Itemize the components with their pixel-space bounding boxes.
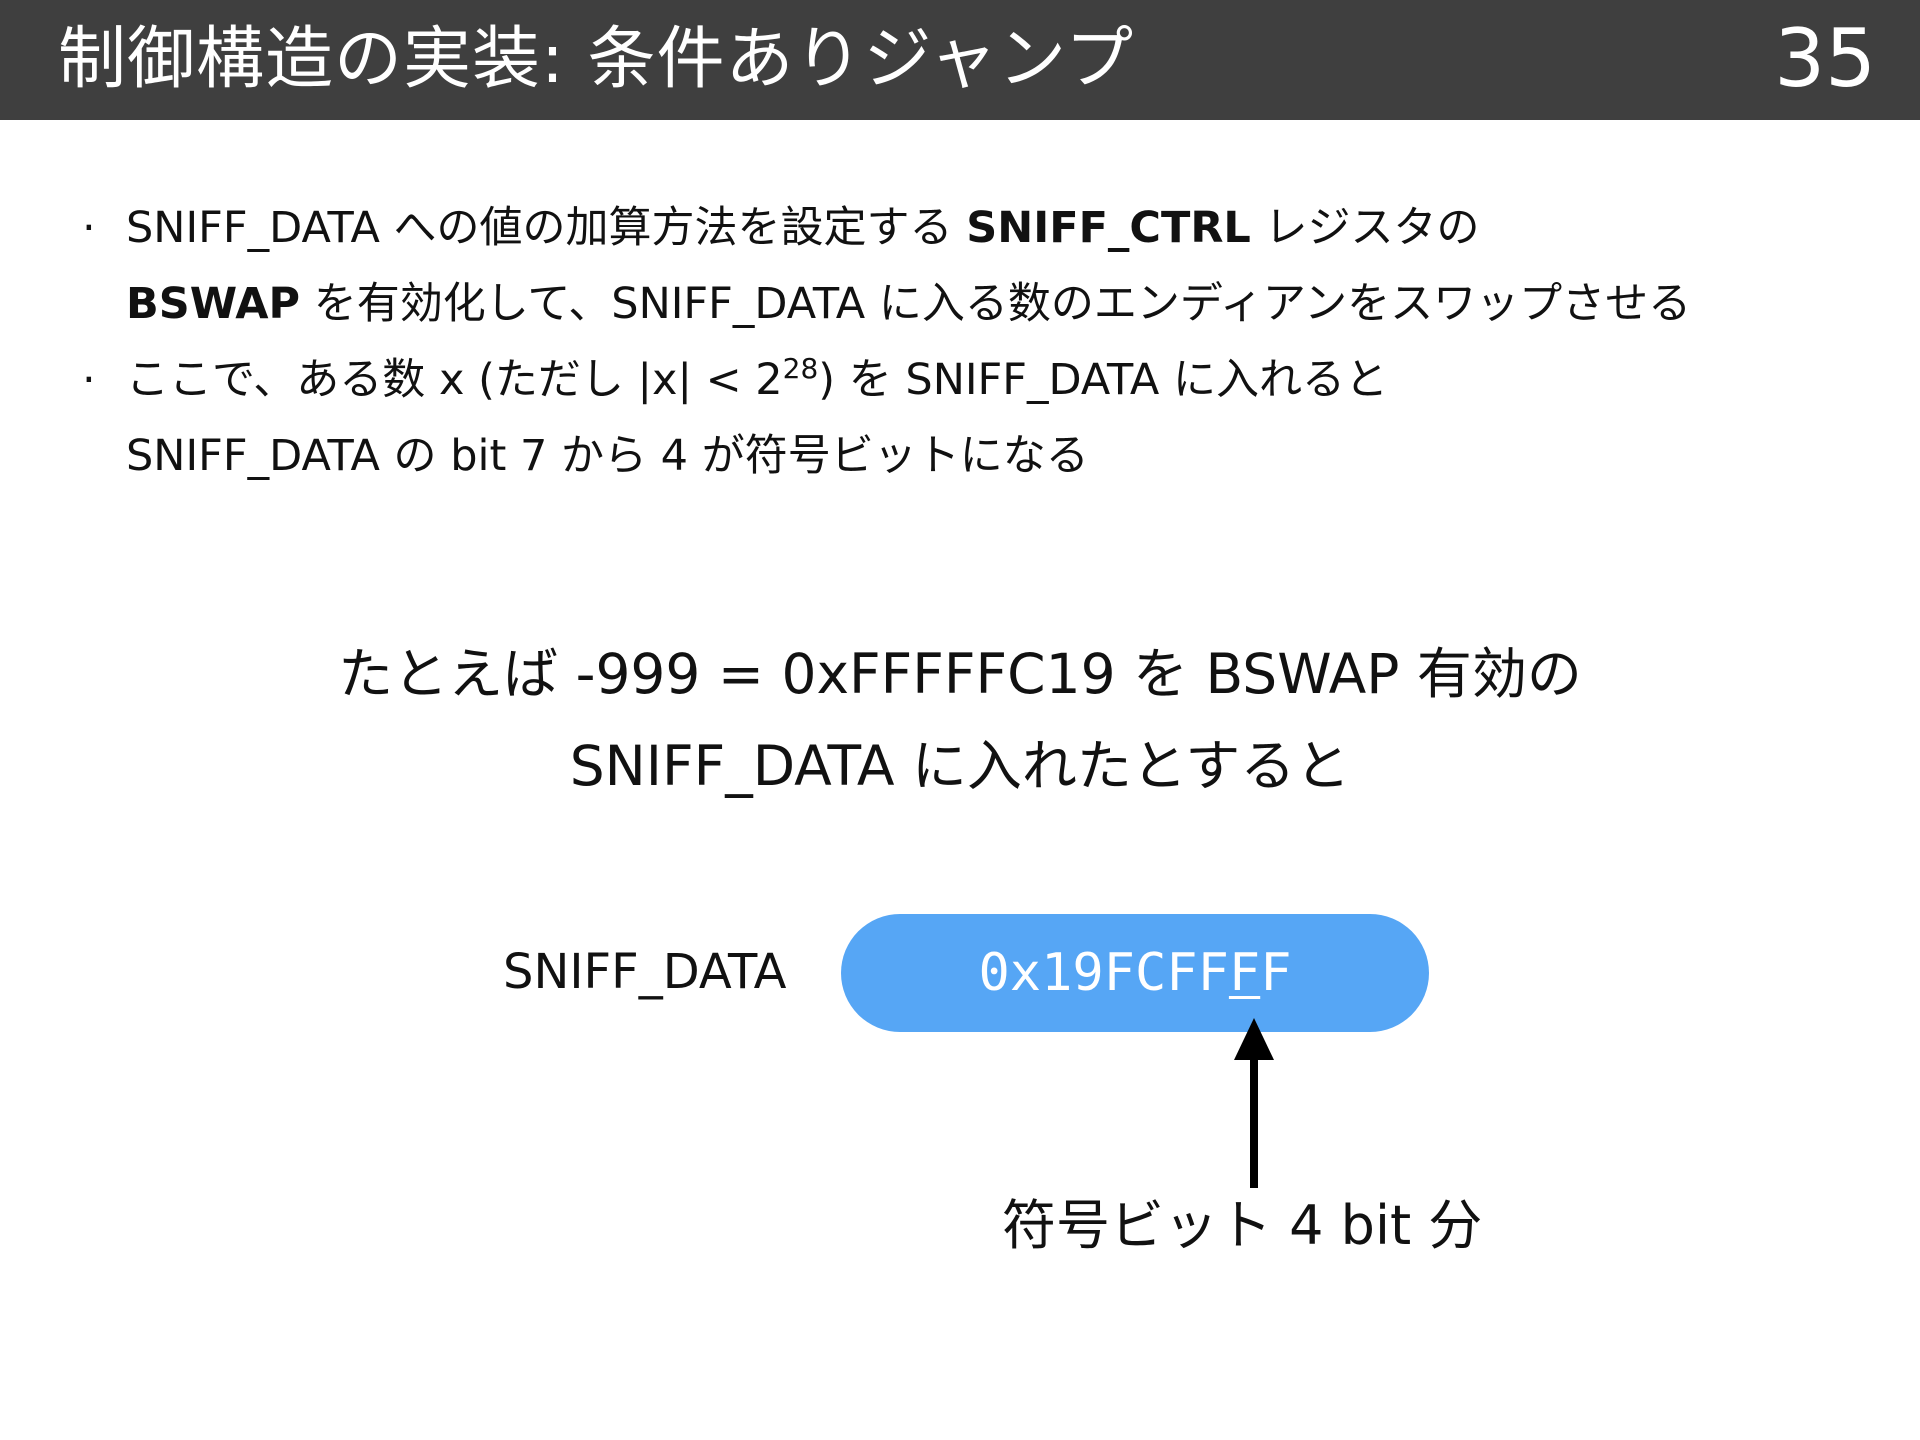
bullet-dot-icon: ·: [82, 355, 96, 405]
header-bar: 制御構造の実装: 条件ありジャンプ 35: [0, 0, 1920, 120]
register-value-text: F: [1260, 943, 1292, 1003]
bullet-item: · ここで、ある数 x (ただし |x| < 228) を SNIFF_DATA…: [76, 342, 1876, 494]
bullet-text: ここで、ある数 x (ただし |x| < 2: [126, 355, 783, 405]
example-line: SNIFF_DATA に入れたとすると: [569, 734, 1351, 798]
bullet-list: · SNIFF_DATA への値の加算方法を設定する SNIFF_CTRL レジ…: [76, 190, 1876, 494]
bullet-item: · SNIFF_DATA への値の加算方法を設定する SNIFF_CTRL レジ…: [76, 190, 1876, 342]
sign-bit-caption: 符号ビット 4 bit 分: [1002, 1194, 1483, 1257]
bullet-text: SNIFF_DATA への値の加算方法を設定する: [126, 203, 967, 253]
bullet-dot-icon: ·: [82, 203, 96, 253]
bullet-bold-text: SNIFF_CTRL: [966, 203, 1251, 253]
register-value-highlight: F: [1228, 943, 1261, 1003]
arrow-shaft: [1250, 1054, 1258, 1188]
bullet-text: ) を SNIFF_DATA に入れると: [818, 355, 1388, 405]
slide-title: 制御構造の実装: 条件ありジャンプ: [58, 20, 1135, 99]
bullet-bold-text: BSWAP: [126, 279, 301, 329]
register-value-box: 0x19FCFFFF: [841, 914, 1429, 1032]
bullet-superscript: 28: [782, 352, 819, 385]
bullet-text: を有効化して、SNIFF_DATA に入る数のエンディアンをスワップさせる: [300, 279, 1692, 329]
example-line: たとえば -999 = 0xFFFFFC19 を BSWAP 有効の: [338, 642, 1582, 706]
register-label: SNIFF_DATA: [503, 944, 787, 1000]
bullet-line: SNIFF_DATA への値の加算方法を設定する SNIFF_CTRL レジスタ…: [126, 190, 1876, 266]
page-number: 35: [1774, 12, 1876, 105]
arrow-up-icon: [1234, 1018, 1274, 1188]
bullet-line: ここで、ある数 x (ただし |x| < 228) を SNIFF_DATA に…: [126, 342, 1876, 418]
register-value: 0x19FCFFFF: [841, 914, 1429, 1032]
bullet-line: SNIFF_DATA の bit 7 から 4 が符号ビットになる: [126, 431, 1089, 481]
bullet-text: レジスタの: [1250, 203, 1480, 253]
register-value-text: 0x19FCFF: [978, 943, 1229, 1003]
example-text: たとえば -999 = 0xFFFFFC19 を BSWAP 有効の SNIFF…: [0, 628, 1920, 812]
bullet-line: BSWAP を有効化して、SNIFF_DATA に入る数のエンディアンをスワップ…: [126, 266, 1876, 342]
arrow-head: [1234, 1018, 1274, 1060]
